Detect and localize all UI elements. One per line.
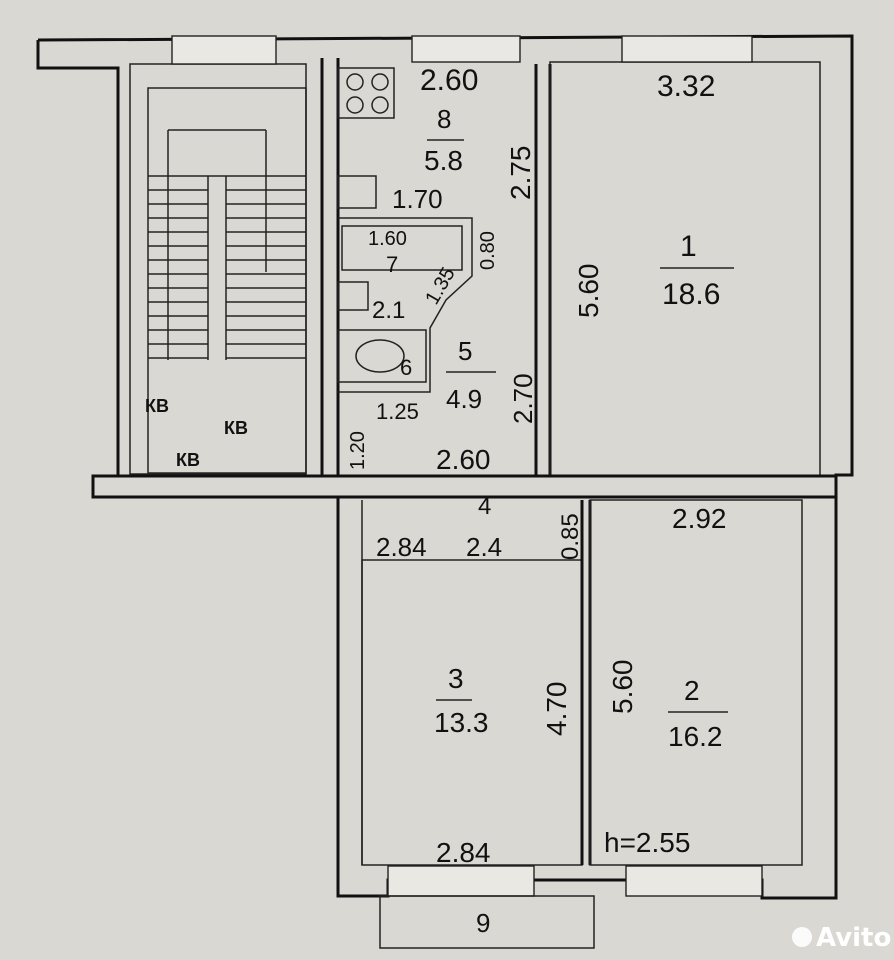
kitchen-width-label: 2.60 [420, 64, 478, 97]
corridor-depth-label: 0.85 [557, 513, 584, 560]
bath-depth-label: 0.80 [477, 231, 499, 270]
walls [36, 34, 854, 900]
neighbor-label-1: КВ [145, 396, 169, 416]
room3-length-label: 4.70 [541, 682, 572, 737]
kitchen-length-label: 2.75 [505, 146, 536, 201]
room3-width-top-label: 2.84 [376, 532, 427, 562]
room8-number: 8 [437, 104, 451, 134]
window-top-3 [621, 35, 753, 63]
window-bottom-2 [625, 865, 763, 897]
room2-length-label: 5.60 [607, 660, 638, 715]
room7-area: 2.1 [372, 297, 405, 324]
room1-length-label: 5.60 [573, 264, 604, 319]
neighbor-label-3: КВ [176, 450, 200, 470]
room2-area: 16.2 [668, 721, 723, 752]
watermark-text: Avito [816, 923, 891, 953]
stairs [148, 129, 306, 360]
room4-area: 2.4 [466, 532, 502, 562]
hall-width-label: 2.60 [436, 444, 491, 475]
room1-area: 18.6 [662, 278, 720, 311]
neighbor-label-2: КВ [224, 418, 248, 438]
hall-depth-small-label: 1.20 [347, 431, 369, 470]
room4-number: 4 [478, 493, 491, 520]
room9-number: 9 [476, 908, 490, 938]
room7-number: 7 [386, 252, 398, 277]
labels: 2.60 3.32 8 5.8 2.75 1.70 1.60 7 0.80 1.… [145, 64, 734, 938]
bath-width-label: 1.60 [368, 228, 407, 250]
hall-width-small-label: 1.25 [376, 399, 419, 424]
room1-width-label: 3.32 [657, 70, 715, 103]
watermark: Avito [792, 923, 891, 953]
room5-area: 4.9 [446, 384, 482, 414]
window-bottom-1 [387, 865, 535, 897]
kitchen-inner-label: 1.70 [392, 184, 443, 214]
room3-number: 3 [448, 663, 464, 694]
room3-area: 13.3 [434, 707, 489, 738]
room2-number: 2 [684, 675, 700, 706]
room3-width-bottom-label: 2.84 [436, 837, 491, 868]
room6-number: 6 [400, 355, 412, 380]
ceiling-height-label: h=2.55 [604, 827, 690, 858]
room5-number: 5 [458, 336, 472, 366]
room8-area: 5.8 [424, 145, 463, 176]
windows [171, 35, 763, 949]
window-top-1 [171, 35, 277, 65]
hall-height-label: 2.70 [508, 373, 538, 424]
avito-logo-icon [792, 927, 812, 947]
room1-number: 1 [680, 230, 697, 263]
room2-width-label: 2.92 [672, 503, 727, 534]
window-top-2 [411, 35, 521, 63]
balcony [379, 895, 595, 949]
